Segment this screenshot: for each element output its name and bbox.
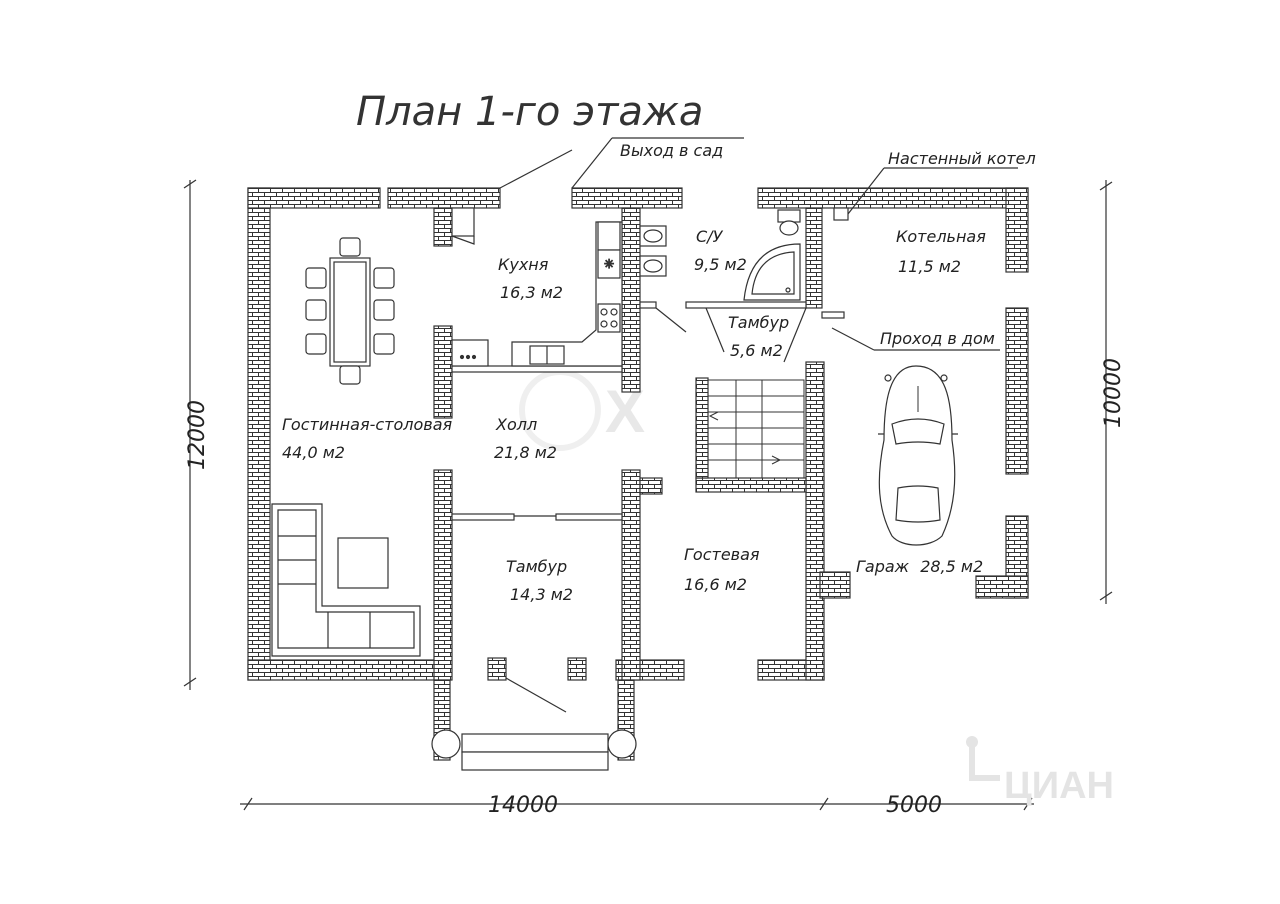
- staircase: [707, 379, 805, 479]
- kitchen-name: Кухня: [498, 255, 549, 274]
- boiler-room-area: 11,5 м2: [898, 257, 961, 276]
- porch-steps: [431, 729, 637, 771]
- living-dining-area: 44,0 м2: [282, 443, 345, 462]
- kitchen-area: 16,3 м2: [500, 283, 563, 302]
- brick-walls: [247, 187, 1029, 761]
- main-tambour-name: Тамбур: [506, 557, 567, 576]
- garage-area: 28,5 м2: [920, 557, 983, 576]
- boiler-wall-callout: Настенный котел: [888, 149, 1036, 168]
- cian-watermark-text: ЦИАН: [1004, 765, 1114, 807]
- hall-area: 21,8 м2: [494, 443, 557, 462]
- svg-text:✳: ✳: [604, 257, 614, 271]
- small-tambour-area: 5,6 м2: [730, 341, 783, 360]
- partitions: [451, 301, 845, 521]
- dim-width-house: 14000: [488, 793, 558, 818]
- door-swings: [499, 149, 807, 713]
- dim-width-garage: 5000: [886, 793, 942, 818]
- boiler-room-name: Котельная: [896, 227, 986, 246]
- garage-name: Гараж: [856, 557, 910, 576]
- dining-table-set: [305, 237, 395, 385]
- svg-text:Гараж 28,5 м2: Гараж 28,5 м2: [856, 557, 983, 576]
- corner-sofa: [271, 503, 421, 657]
- house-pass-callout: Проход в дом: [880, 329, 995, 348]
- guest-room-name: Гостевая: [684, 545, 760, 564]
- bath-area: 9,5 м2: [694, 255, 747, 274]
- small-tambour-name: Тамбур: [728, 313, 789, 332]
- dimension-lines: [183, 179, 1113, 811]
- main-tambour-area: 14,3 м2: [510, 585, 573, 604]
- guest-room-area: 16,6 м2: [684, 575, 747, 594]
- dim-height-garage: 10000: [1101, 358, 1126, 428]
- plan-title: План 1-го этажа: [356, 89, 703, 135]
- cian-watermark: ЦИАН: [966, 736, 1114, 807]
- car-top-view: [878, 365, 958, 546]
- bath-name: С/У: [696, 227, 724, 246]
- dim-height-house: 12000: [185, 400, 210, 470]
- living-dining-name: Гостинная-столовая: [282, 415, 453, 434]
- hall-name: Холл: [495, 415, 537, 434]
- garden-exit-callout: Выход в сад: [620, 141, 723, 160]
- kitchen-furniture: ✳: [451, 207, 623, 367]
- callout-leaders: [571, 137, 1018, 351]
